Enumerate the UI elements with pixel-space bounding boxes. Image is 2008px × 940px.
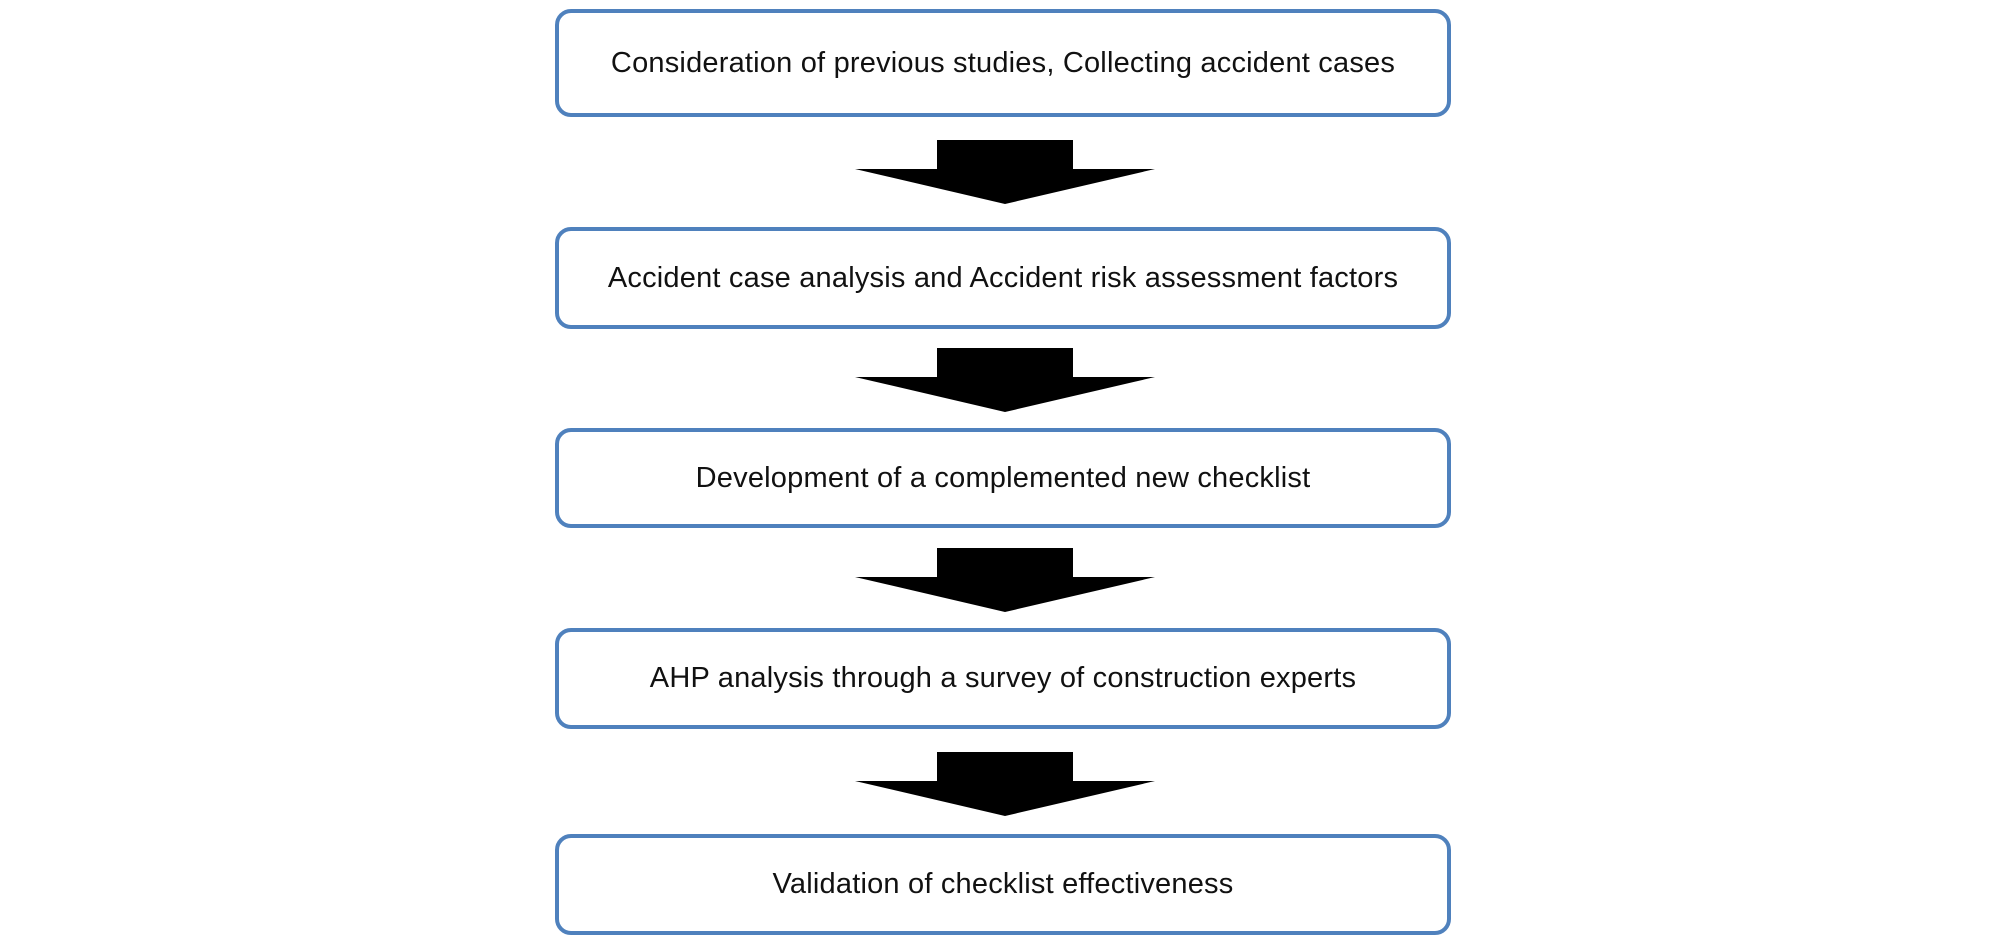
- down-arrow-icon: [855, 348, 1155, 412]
- flow-step-validation: Validation of checklist effectiveness: [555, 834, 1451, 935]
- flow-step-previous-studies: Consideration of previous studies, Colle…: [555, 9, 1451, 117]
- flow-step-label: Consideration of previous studies, Colle…: [610, 46, 1396, 79]
- down-arrow-icon: [855, 140, 1155, 204]
- flow-step-ahp-analysis: AHP analysis through a survey of constru…: [555, 628, 1451, 729]
- down-arrow-icon: [855, 752, 1155, 816]
- flow-step-case-analysis: Accident case analysis and Accident risk…: [555, 227, 1451, 329]
- flow-step-checklist-development: Development of a complemented new checkl…: [555, 428, 1451, 528]
- flow-step-label: Development of a complemented new checkl…: [695, 461, 1311, 494]
- flow-step-label: AHP analysis through a survey of constru…: [649, 662, 1357, 694]
- flow-step-label: Validation of checklist effectiveness: [772, 868, 1234, 900]
- flow-step-label: Accident case analysis and Accident risk…: [607, 261, 1399, 294]
- down-arrow-icon: [855, 548, 1155, 612]
